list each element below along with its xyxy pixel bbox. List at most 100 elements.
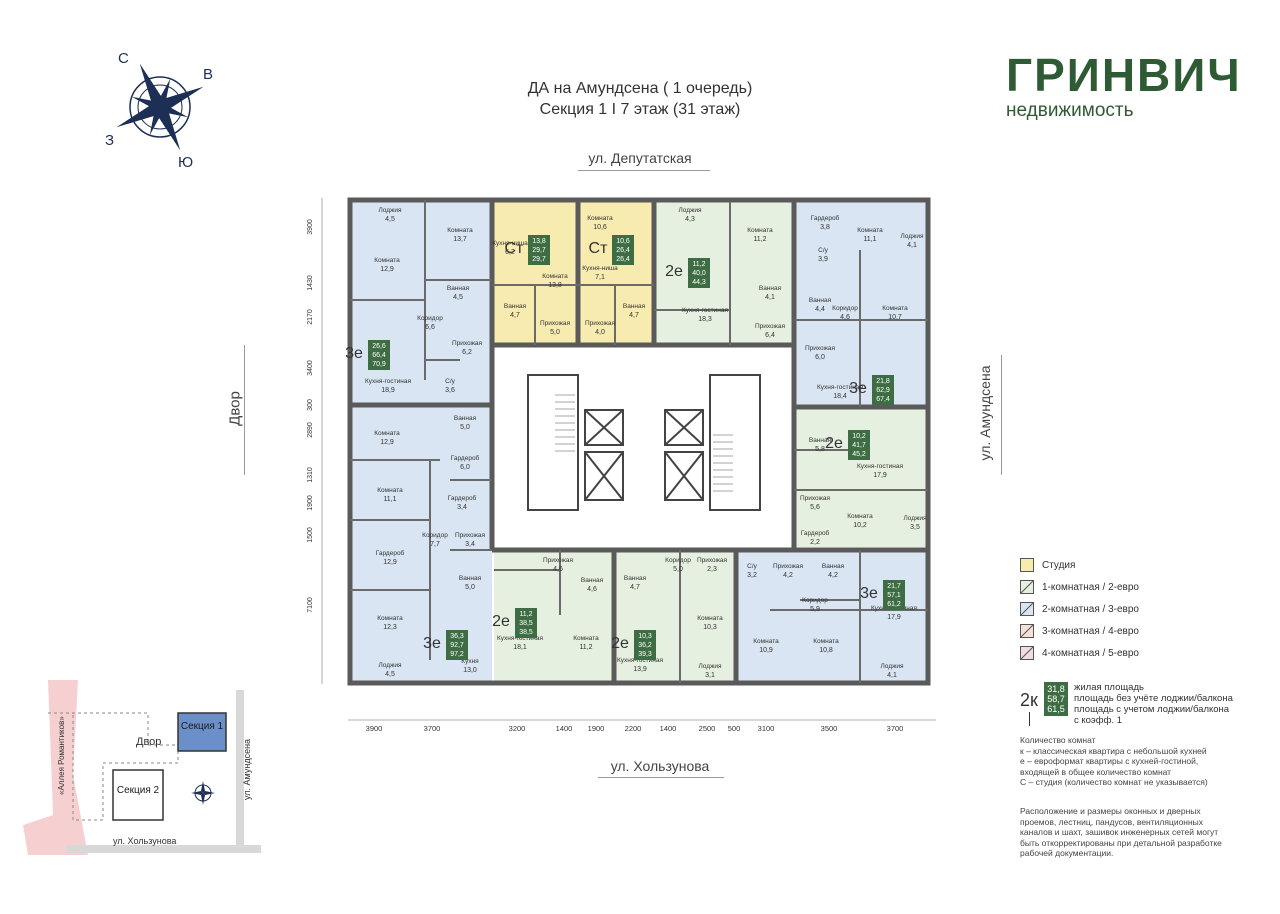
apartment-area-value: 39,3 [638,651,652,658]
room-name: Лоджия [880,663,904,670]
site-map-section-2 [112,769,164,821]
room-area: 4,6 [587,586,597,593]
apartment-area-value: 10,2 [852,433,866,440]
title-line-1: ДА на Амундсена ( 1 очередь) [527,80,753,97]
stair-treads [555,394,733,492]
room-name: Лоджия [378,207,402,214]
room-name: Комната [542,273,568,280]
room-area: 6,4 [765,332,775,339]
apartment-area-box [368,340,390,370]
room-name: Коридор [665,557,691,564]
key-line-4: с коэфф. 1 [1074,715,1122,726]
dimension-left: 7100 [307,597,314,613]
room-area: 4,7 [630,584,640,591]
legend-label: 4-комнатная / 5-евро [1042,647,1139,659]
room-area: 12,3 [383,624,397,631]
apartment-area-value: 92,7 [450,642,464,649]
room-name: Лоджия [903,515,927,522]
room-name: Комната [587,215,613,222]
site-map-compass-icon [191,781,215,805]
apartment-area-value: 57,1 [887,592,901,599]
key-value-2: 58,7 [1047,694,1065,704]
room-area: 4,6 [553,566,563,573]
dimension-bottom: 3700 [424,724,441,733]
key-type: 2к [1020,690,1038,710]
apartment-area-value: 10,3 [638,633,652,640]
dimension-bottom: 3900 [366,724,383,733]
room-area: 7,7 [430,541,440,548]
apartment-area-value: 61,2 [887,601,901,608]
site-map-section2-label: Секция 2 [117,785,160,796]
room-name: Ванная [759,285,782,292]
dimension-left: 2170 [307,309,314,325]
room-name: Ванная [822,563,845,570]
dimension-left: 2890 [307,422,314,438]
room-area: 4,3 [685,216,695,223]
room-area: 4,6 [840,314,850,321]
disclaimer-3: каналов и шахт, зашивок инженерных сетей… [1020,827,1219,837]
room-name: Комната [857,227,883,234]
room-area: 3,4 [457,504,467,511]
legend-label: Студия [1042,559,1076,571]
room-name: Комната [813,638,839,645]
room-name: Кухня-гостиная [365,378,411,385]
apartment-type: 2е [492,613,510,630]
apartment-area-value: 26,6 [372,343,386,350]
room-name: Прихожая [773,563,804,570]
room-area: 4,2 [828,572,838,579]
room-area: 6,0 [460,464,470,471]
key-value-3: 61,5 [1047,704,1065,714]
room-area: 4,0 [595,329,605,336]
room-area: 5,0 [465,584,475,591]
room-name: Кухня-гостиная [682,307,728,314]
room-area: 18,4 [833,393,847,400]
apartment-area-value: 10,6 [616,238,630,245]
room-name: Коридор [422,532,448,539]
room-area: 17,9 [873,472,887,479]
room-area: 11,1 [863,236,876,243]
street-bottom-line [598,777,724,778]
room-area: 4,1 [907,242,917,249]
room-name: Прихожая [805,345,836,352]
room-area: 4,2 [783,572,793,579]
compass-s: Ю [178,154,193,170]
room-area: 4,4 [815,306,825,313]
room-area: 4,1 [765,294,775,301]
apartment-area-box [528,235,550,265]
room-name: Гардероб [801,529,830,537]
room-name: Прихожая [455,532,486,539]
room-name: Кухня-гостиная [817,384,863,391]
apartment-area-value: 41,7 [852,442,866,449]
disclaimer-note: Расположение и размеры оконных и дверных… [1020,806,1250,859]
apartment-area-box [515,608,537,638]
site-map-street-bottom: ул. Хользунова [113,836,176,846]
room-area: 11,2 [753,236,766,243]
room-name: Комната [882,305,908,312]
site-map-section-1 [177,712,227,752]
room-name: Гардероб [811,214,840,222]
dimension-bottom: 1400 [556,724,573,733]
street-bottom: ул. Хользунова [610,758,710,774]
room-name: Кухня [461,658,479,665]
key-line-2: площадь без учёте лоджии/балкона [1074,693,1233,704]
dimension-bottom: 3200 [509,724,526,733]
apartment-area-value: 21,7 [887,583,901,590]
apt-3e-left-top [350,200,492,405]
room-name: Ванная [809,437,832,444]
dimension-bottom: 1400 [660,724,677,733]
apartment-type: Ст [589,240,609,257]
room-area: 4,7 [510,312,520,319]
legend-swatch [1020,558,1034,572]
interior-walls [350,200,928,683]
site-map-street-right: ул. Амундсена [242,739,252,800]
room-area: 4,5 [453,294,463,301]
room-name: Лоджия [378,662,402,669]
room-name: Кухня-гостиная [857,463,903,470]
room-area: 3,6 [445,387,455,394]
room-name: Комната [847,513,873,520]
room-name: Ванная [623,303,646,310]
room-area: 2,2 [810,539,820,546]
room-name: Комната [753,638,779,645]
room-name: Прихожая [543,557,574,564]
